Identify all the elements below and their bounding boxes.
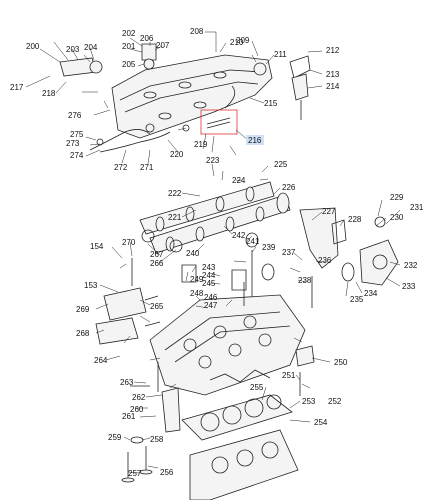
callout-257: 257 [128, 469, 142, 478]
callout-270: 270 [122, 238, 136, 247]
callout-213: 213 [326, 70, 340, 79]
callout-238: 238 [298, 276, 312, 285]
callout-266: 266 [150, 259, 164, 268]
cylinder-head [149, 294, 306, 396]
callout-272: 272 [114, 163, 128, 172]
callout-206: 206 [140, 34, 154, 43]
callout-154: 154 [90, 242, 104, 251]
camshafts [139, 181, 291, 254]
callout-261: 261 [122, 412, 136, 421]
callout-248: 248 [190, 289, 204, 298]
callout-212: 212 [326, 46, 340, 55]
callout-223: 223 [206, 156, 220, 165]
callout-216: 216 [248, 136, 262, 145]
callout-242: 242 [232, 231, 246, 240]
callout-237: 237 [282, 248, 296, 257]
callout-201: 201 [122, 42, 136, 51]
callout-205: 205 [122, 60, 136, 69]
callout-260: 260 [130, 405, 144, 414]
callout-247: 247 [204, 301, 218, 310]
callout-225: 225 [274, 160, 288, 169]
callout-highlight [246, 135, 264, 145]
callout-220: 220 [170, 150, 184, 159]
callout-224: 224 [232, 176, 246, 185]
callout-276: 276 [68, 111, 82, 120]
callout-268: 268 [76, 329, 90, 338]
callout-218: 218 [42, 89, 56, 98]
leader-lines [25, 31, 401, 474]
callout-244: 244 [202, 271, 216, 280]
callout-207: 207 [156, 41, 170, 50]
callout-275: 275 [70, 130, 84, 139]
callout-264: 264 [94, 356, 108, 365]
callout-246: 246 [204, 293, 218, 302]
callout-251: 251 [282, 371, 296, 380]
callout-203: 203 [66, 45, 80, 54]
callout-255: 255 [250, 383, 264, 392]
callout-259: 259 [108, 433, 122, 442]
callout-265: 265 [150, 302, 164, 311]
callout-274: 274 [70, 151, 84, 160]
callout-214: 214 [326, 82, 340, 91]
callout-250: 250 [334, 358, 348, 367]
callout-241: 241 [246, 237, 260, 246]
highlight-box [200, 109, 238, 135]
callout-231: 231 [410, 203, 424, 212]
callout-230: 230 [390, 213, 404, 222]
callout-262: 262 [132, 393, 146, 402]
callout-208: 208 [190, 27, 204, 36]
callout-227: 227 [322, 207, 336, 216]
callout-234: 234 [364, 289, 378, 298]
callout-204: 204 [84, 43, 98, 52]
callout-252: 252 [328, 397, 342, 406]
callout-209: 209 [236, 36, 250, 45]
callout-222: 222 [168, 189, 182, 198]
callout-215: 215 [264, 99, 278, 108]
callout-233: 233 [402, 282, 416, 291]
callout-271: 271 [140, 163, 154, 172]
callout-243: 243 [202, 263, 216, 272]
callout-235: 235 [350, 295, 364, 304]
callout-236: 236 [318, 256, 332, 265]
callout-273: 273 [66, 139, 80, 148]
callout-254: 254 [314, 418, 328, 427]
callout-200: 200 [26, 42, 40, 51]
head-gasket [181, 394, 293, 441]
callout-239: 239 [262, 243, 276, 252]
callout-256: 256 [160, 468, 174, 477]
callout-267: 267 [150, 250, 164, 259]
callout-211: 211 [274, 50, 287, 59]
callout-210: 210 [230, 38, 244, 47]
callout-258: 258 [150, 435, 164, 444]
callout-263: 263 [120, 378, 134, 387]
callout-240: 240 [186, 249, 200, 258]
callout-269: 269 [76, 305, 90, 314]
callout-219: 219 [194, 140, 208, 149]
callout-232: 232 [404, 261, 418, 270]
callout-153: 153 [84, 281, 98, 290]
callout-226: 226 [282, 183, 296, 192]
callout-228: 228 [348, 215, 362, 224]
callout-253: 253 [302, 397, 316, 406]
callout-245: 245 [202, 279, 216, 288]
valve-cover [111, 54, 273, 139]
callout-217: 217 [10, 83, 24, 92]
callout-221: 221 [168, 213, 182, 222]
callout-229: 229 [390, 193, 404, 202]
callout-202: 202 [122, 29, 136, 38]
callout-249: 249 [190, 275, 204, 284]
